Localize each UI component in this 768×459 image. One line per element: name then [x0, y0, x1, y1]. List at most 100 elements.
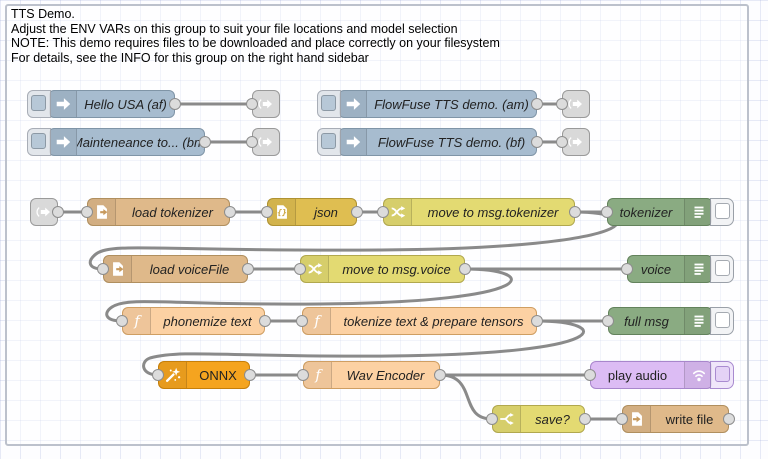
- node-label: load tokenizer: [132, 204, 213, 220]
- input-port[interactable]: [81, 206, 93, 218]
- inject-icon: [49, 91, 77, 117]
- output-port[interactable]: [244, 369, 256, 381]
- wire-tokenize-to-onnx[interactable]: [142, 319, 586, 377]
- node-label: ONNX: [199, 367, 237, 383]
- node-inject-flowfuse-am[interactable]: FlowFuse TTS demo. (am): [317, 89, 543, 118]
- output-port[interactable]: [242, 263, 254, 275]
- node-label: Wav Encoder: [346, 367, 425, 383]
- output-port[interactable]: [351, 206, 363, 218]
- node-label: phonemize text: [163, 313, 252, 329]
- output-port[interactable]: [579, 413, 591, 425]
- node-label: play audio: [607, 367, 668, 383]
- node-label: full msg: [624, 313, 669, 329]
- group-description-line: For details, see the INFO for this group…: [11, 50, 369, 65]
- output-port[interactable]: [259, 315, 271, 327]
- link-out-icon: [568, 137, 582, 147]
- node-load-voicefile[interactable]: load voiceFile: [97, 255, 254, 283]
- node-label: json: [314, 204, 338, 220]
- input-port[interactable]: [377, 206, 389, 218]
- link-out-icon: [568, 99, 582, 109]
- output-port[interactable]: [459, 263, 471, 275]
- node-wav-encoder[interactable]: f Wav Encoder: [297, 361, 446, 389]
- input-port[interactable]: [97, 263, 109, 275]
- input-port[interactable]: [556, 136, 568, 148]
- debug-toggle-button[interactable]: [710, 254, 734, 283]
- node-debug-tokenizer[interactable]: tokenizer: [601, 197, 734, 226]
- group-description-line: TTS Demo.: [11, 7, 75, 21]
- debug-icon: [684, 256, 712, 282]
- svg-text:{}: {}: [277, 207, 287, 217]
- inject-button[interactable]: [27, 127, 51, 156]
- debug-icon: [684, 308, 712, 334]
- output-port[interactable]: [531, 98, 543, 110]
- input-port[interactable]: [584, 369, 596, 381]
- wire-wav-to-save[interactable]: [438, 373, 494, 421]
- node-label: move to msg.tokenizer: [427, 204, 559, 220]
- input-port[interactable]: [152, 369, 164, 381]
- node-inject-hello-usa[interactable]: Hello USA (af): [27, 89, 181, 118]
- audio-toggle-button[interactable]: [710, 360, 734, 389]
- debug-toggle-button[interactable]: [710, 197, 734, 226]
- inject-button[interactable]: [317, 89, 341, 118]
- node-tokenize-text[interactable]: f tokenize text & prepare tensors: [296, 307, 543, 335]
- node-inject-maintenance[interactable]: Mainteneance to... (bm): [27, 127, 211, 156]
- output-port[interactable]: [531, 136, 543, 148]
- node-link-out[interactable]: [246, 128, 280, 156]
- output-port[interactable]: [531, 315, 543, 327]
- node-label: FlowFuse TTS demo. (am): [374, 96, 529, 112]
- broadcast-audio-icon: [684, 362, 712, 388]
- input-port[interactable]: [486, 413, 498, 425]
- node-link-in[interactable]: [30, 198, 64, 226]
- node-play-audio[interactable]: play audio: [584, 360, 734, 389]
- node-json[interactable]: {} json: [261, 198, 363, 226]
- node-onnx[interactable]: ONNX: [152, 361, 256, 389]
- output-port[interactable]: [169, 98, 181, 110]
- inject-button[interactable]: [317, 127, 341, 156]
- input-port[interactable]: [602, 315, 614, 327]
- node-debug-voice[interactable]: voice: [621, 254, 734, 283]
- input-port[interactable]: [246, 136, 258, 148]
- node-link-out[interactable]: [556, 90, 590, 118]
- group-description: TTS Demo. Adjust the ENV VARs on this gr…: [11, 7, 500, 65]
- inject-button[interactable]: [27, 89, 51, 118]
- node-label: load voiceFile: [149, 261, 230, 277]
- input-port[interactable]: [246, 98, 258, 110]
- input-port[interactable]: [297, 369, 309, 381]
- output-port[interactable]: [569, 206, 581, 218]
- inject-icon: [339, 91, 367, 117]
- node-inject-flowfuse-bf[interactable]: FlowFuse TTS demo. (bf): [317, 127, 543, 156]
- debug-toggle-button[interactable]: [710, 306, 734, 335]
- function-icon: f: [304, 362, 332, 388]
- input-port[interactable]: [601, 206, 613, 218]
- node-load-tokenizer[interactable]: load tokenizer: [81, 198, 236, 226]
- node-move-to-msg-voice[interactable]: move to msg.voice: [294, 255, 471, 283]
- node-save-switch[interactable]: save?: [486, 405, 591, 433]
- node-link-out[interactable]: [246, 90, 280, 118]
- node-label: FlowFuse TTS demo. (bf): [377, 134, 526, 150]
- link-out-icon: [258, 137, 272, 147]
- group-description-line: Adjust the ENV VARs on this group to sui…: [11, 21, 458, 36]
- node-phonemize-text[interactable]: f phonemize text: [116, 307, 271, 335]
- input-port[interactable]: [116, 315, 128, 327]
- input-port[interactable]: [261, 206, 273, 218]
- node-write-file[interactable]: write file: [616, 405, 735, 433]
- node-debug-full-msg[interactable]: full msg: [602, 306, 734, 335]
- input-port[interactable]: [556, 98, 568, 110]
- output-port[interactable]: [224, 206, 236, 218]
- wire-change-to-phonemize[interactable]: [105, 267, 513, 323]
- inject-icon: [49, 129, 77, 155]
- output-port[interactable]: [723, 413, 735, 425]
- input-port[interactable]: [296, 315, 308, 327]
- output-port[interactable]: [52, 206, 64, 218]
- input-port[interactable]: [621, 263, 633, 275]
- output-port[interactable]: [199, 136, 211, 148]
- node-label: write file: [665, 411, 714, 427]
- svg-text:f: f: [314, 368, 323, 384]
- output-port[interactable]: [434, 369, 446, 381]
- node-move-to-msg-tokenizer[interactable]: move to msg.tokenizer: [377, 198, 581, 226]
- input-port[interactable]: [294, 263, 306, 275]
- input-port[interactable]: [616, 413, 628, 425]
- node-link-out[interactable]: [556, 128, 590, 156]
- inject-icon: [339, 129, 367, 155]
- node-label: voice: [640, 261, 672, 277]
